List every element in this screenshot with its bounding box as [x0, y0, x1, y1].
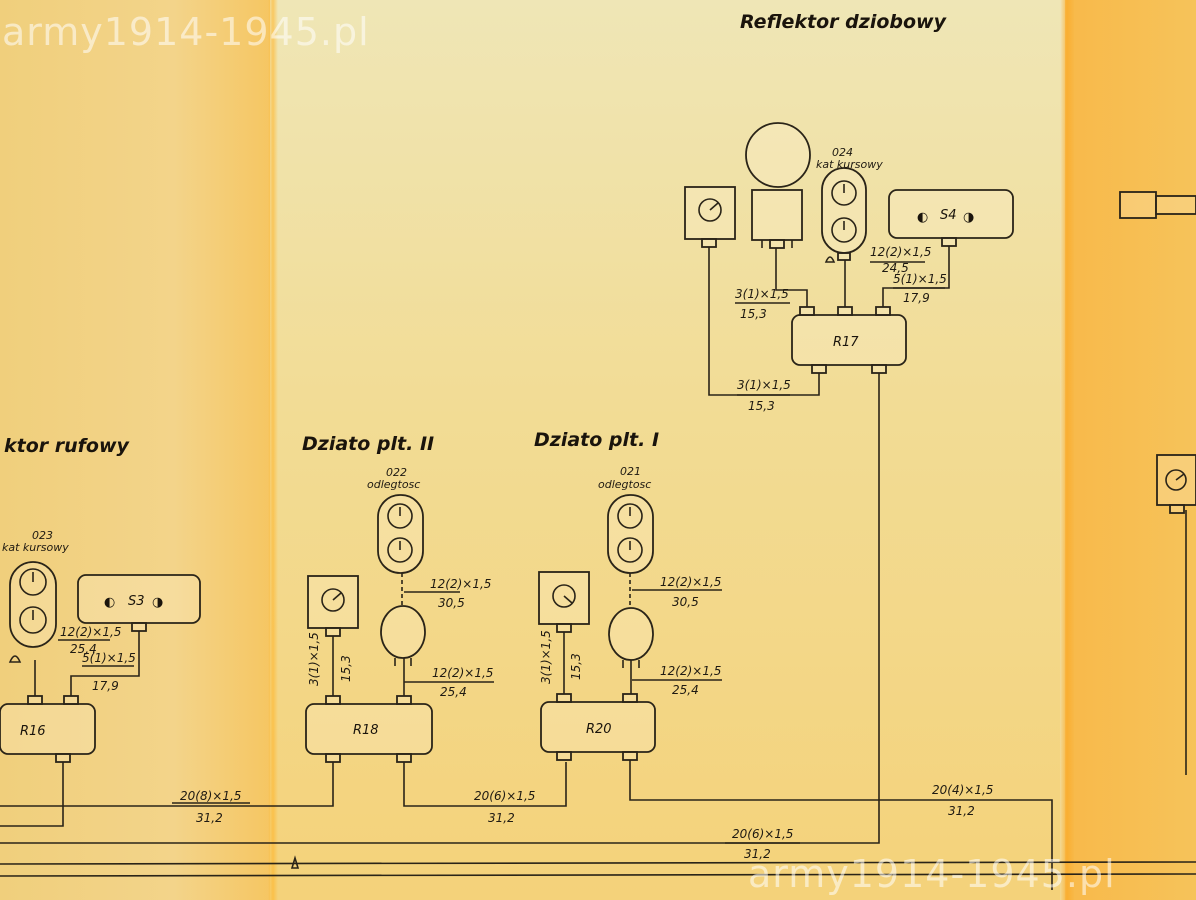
switch-s3: ◐ S3 ◑: [77, 574, 201, 632]
cable-length: 31,2: [488, 811, 515, 825]
indicator-022: 022 odlegtosc: [367, 466, 424, 574]
cable-spec: 12(2)×1,5: [660, 664, 721, 678]
bulb-icon: ◑: [152, 595, 163, 610]
middle-sheet: [270, 0, 1070, 900]
indicator-021-label: odlegtosc: [598, 478, 651, 491]
cable-length: 25,4: [440, 685, 467, 699]
cable-length: 15,3: [740, 307, 767, 321]
cable-length: 31,2: [196, 811, 223, 825]
cable-length: 31,2: [744, 847, 771, 861]
watermark-top: army1914-1945.pl: [2, 10, 370, 54]
cable-spec: 20(8)×1,5: [180, 789, 241, 803]
switch-s3-label: S3: [128, 594, 145, 609]
cable-length: 17,9: [903, 291, 930, 305]
cable-spec: 3(1)×1,5: [539, 630, 553, 684]
cable-spec: 20(6)×1,5: [474, 789, 535, 803]
indicator-024-code: 024: [832, 146, 853, 159]
heading-dzialo-1: Dziato plt. I: [534, 429, 659, 451]
left-sheet: [0, 0, 290, 900]
cable-length: 24,5: [882, 261, 909, 275]
junction-box-r16-label: R16: [20, 724, 46, 739]
indicator-021-code: 021: [620, 465, 641, 478]
cable-length: 25,4: [70, 642, 97, 656]
cable-spec: 5(1)×1,5: [82, 651, 136, 665]
bulb-icon: ◑: [963, 210, 974, 225]
switch-s4-label: S4: [940, 208, 957, 223]
motor-icon: [608, 607, 654, 668]
cable-spec: 12(2)×1,5: [870, 245, 931, 259]
gauge-meter-icon: [684, 186, 736, 248]
indicator-024: 024 kat kursowy: [816, 146, 883, 263]
cable-spec: 12(2)×1,5: [430, 577, 491, 591]
right-sheet: [1065, 0, 1196, 900]
heading-reflektor-dziobowy: Reflektor dziobowy: [740, 11, 948, 33]
indicator-023-code: 023: [32, 529, 53, 542]
connector-fragment: [1119, 191, 1196, 219]
cable-length: 31,2: [948, 804, 975, 818]
indicator-023-label: kat kursowy: [2, 541, 69, 554]
switch-s4: ◐ S4 ◑: [888, 189, 1014, 247]
gauge-meter-icon: [1156, 454, 1196, 514]
cable-length: 25,4: [672, 683, 699, 697]
indicator-023: 023 kat kursowy: [2, 529, 69, 663]
cable-length: 15,3: [569, 653, 583, 680]
junction-box-r20-label: R20: [586, 722, 612, 737]
cable-spec: 3(1)×1,5: [737, 378, 791, 392]
cable-length: 17,9: [92, 679, 119, 693]
indicator-024-label: kat kursowy: [816, 158, 883, 171]
indicator-022-label: odlegtosc: [367, 478, 420, 491]
gauge-meter-icon: [307, 575, 359, 637]
heading-dzialo-2: Dziato plt. II: [302, 433, 434, 455]
cable-spec: 20(6)×1,5: [732, 827, 793, 841]
cable-length: 30,5: [672, 595, 699, 609]
heading-reflektor-rufowy: ktor rufowy: [4, 435, 131, 457]
cable-spec: 3(1)×1,5: [307, 632, 321, 686]
cable-spec: 12(2)×1,5: [660, 575, 721, 589]
motor-icon: [380, 605, 426, 666]
gauge-meter-icon: [538, 571, 590, 633]
cable-spec: 20(4)×1,5: [932, 783, 993, 797]
indicator-021: 021 odlegtosc: [598, 465, 654, 574]
paper-fold: [1060, 0, 1074, 900]
cable-spec: 12(2)×1,5: [60, 625, 121, 639]
cable-spec: 3(1)×1,5: [735, 287, 789, 301]
junction-box-r17-label: R17: [833, 335, 859, 350]
cable-spec: 12(2)×1,5: [432, 666, 493, 680]
bulb-icon: ◐: [104, 595, 115, 610]
junction-box-r18: R18: [305, 695, 433, 763]
junction-box-r20: R20: [540, 693, 656, 761]
paper-fold: [268, 0, 278, 900]
searchlight-lamp-icon: [745, 122, 811, 249]
indicator-022-code: 022: [386, 466, 407, 479]
cable-length: 15,3: [339, 655, 353, 682]
watermark-bottom: army1914-1945.pl: [748, 852, 1116, 896]
cable-length: 30,5: [438, 596, 465, 610]
junction-box-r16: R16: [0, 695, 96, 763]
bulb-icon: ◐: [917, 210, 928, 225]
cable-length: 15,3: [748, 399, 775, 413]
cable-spec: 5(1)×1,5: [893, 272, 947, 286]
junction-box-r17: R17: [791, 306, 907, 374]
junction-box-r18-label: R18: [353, 723, 379, 738]
